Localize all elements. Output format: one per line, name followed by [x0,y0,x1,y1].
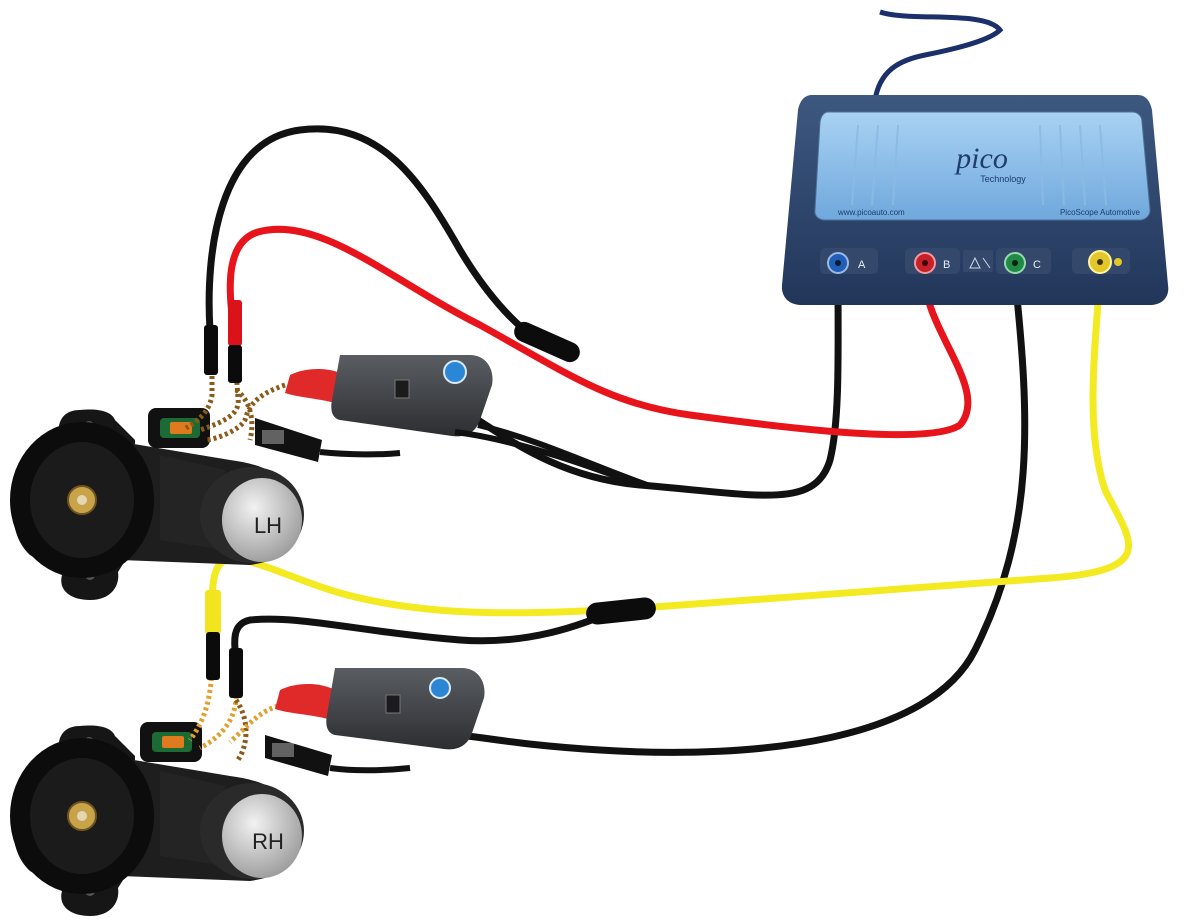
lh-clamp-lead-stub [319,449,401,458]
channel-b-label: B [943,259,950,271]
picoscope-unit[interactable]: pico Technology www.picoauto.com PicoSco… [781,95,1169,305]
rh-motor-label: RH [252,829,284,854]
lh-cable-splitter [514,321,580,363]
usb-cable [872,9,1004,101]
channel-c-lead [454,274,1029,756]
rh-yellow-probe-tip [206,632,220,680]
scope-brand-subtitle: Technology [980,174,1026,184]
scope-brand-logo: pico [954,142,1008,175]
rh-cable-splitter [586,597,656,625]
channel-b-input[interactable]: B [905,248,960,274]
channel-a-input[interactable]: A [820,248,878,274]
warning-markings [963,250,993,272]
scope-model-label: PicoScope Automotive [1060,208,1141,217]
rh-ground-lead [231,608,616,664]
rh-yellow-probe-body [205,590,221,634]
rh-motor: RH [10,722,304,916]
lh-motor-end-cap [222,478,302,562]
lh-back-probes [184,340,286,443]
lh-motor-connector [148,408,210,448]
lh-red-probe-tip [228,300,242,346]
rh-motor-end-cap [222,794,302,878]
rh-motor-connector [140,722,202,762]
rh-ground-probe-tip [229,648,243,698]
rh-current-clamp [265,668,485,776]
channel-a-lead [466,274,842,499]
channel-c-label: C [1033,259,1041,271]
channel-d-lead [209,271,1133,629]
lh-ground-lead [205,125,549,349]
lh-motor-label: LH [254,513,282,538]
lh-clamp-lead [477,422,651,489]
channel-a-label: A [858,259,866,271]
channel-d-input[interactable] [1072,248,1130,274]
lh-motor: LH [10,408,304,600]
lh-ground-probe-tip [204,325,218,375]
rh-clamp-lead-stub [329,765,411,774]
lh-current-clamp [255,355,642,488]
channel-c-input[interactable]: C [996,248,1051,274]
channel-b-lead [226,225,972,439]
scope-website: www.picoauto.com [837,208,905,217]
lh-red-probe-body [228,345,242,383]
